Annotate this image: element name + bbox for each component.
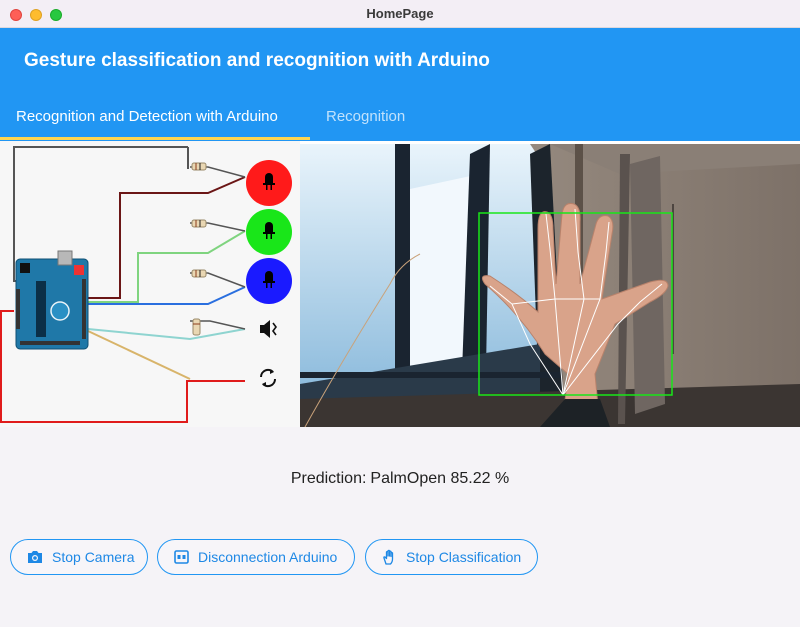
tab-recognition[interactable]: Recognition: [326, 108, 406, 125]
stop-camera-label: Stop Camera: [52, 549, 135, 565]
stop-classification-label: Stop Classification: [406, 549, 522, 565]
led-bulb-icon: [263, 173, 275, 190]
prediction-text: Prediction:PalmOpen 85.22 %: [0, 470, 800, 488]
content-panel: [0, 141, 800, 427]
stop-camera-button[interactable]: Stop Camera: [10, 539, 148, 575]
stop-classification-button[interactable]: Stop Classification: [365, 539, 538, 575]
led-bulb-icon: [263, 271, 275, 288]
resistor-4: [192, 318, 201, 336]
disconnect-arduino-button[interactable]: Disconnection Arduino: [157, 539, 355, 575]
led-bulb-icon: [263, 222, 275, 239]
resistor-3: [191, 269, 207, 278]
speaker-icon: [260, 320, 277, 338]
device-icon: [174, 550, 189, 564]
window-maximize-button[interactable]: [50, 9, 62, 21]
window-close-button[interactable]: [10, 9, 22, 21]
camera-feed: [300, 144, 800, 427]
prediction-label: Prediction:: [290, 470, 367, 487]
resistor-1: [191, 162, 207, 171]
hand-icon: [383, 549, 394, 565]
window-titlebar: HomePage: [0, 0, 800, 28]
hand-landmarks: [489, 208, 663, 396]
tab-indicator: [0, 137, 310, 140]
prediction-value: PalmOpen 85.22 %: [370, 470, 510, 487]
app-bar: Gesture classification and recognition w…: [0, 28, 800, 141]
resistor-2: [191, 219, 207, 228]
window-minimize-button[interactable]: [30, 9, 42, 21]
rotate-icon: [259, 368, 277, 388]
arduino-board: [15, 250, 89, 350]
disconnect-arduino-label: Disconnection Arduino: [198, 549, 338, 565]
detection-box: [478, 212, 673, 396]
tab-recognition-detection-arduino[interactable]: Recognition and Detection with Arduino: [16, 108, 278, 125]
window-title: HomePage: [366, 6, 434, 21]
app-title: Gesture classification and recognition w…: [24, 50, 490, 71]
hand-image: [481, 203, 669, 427]
camera-icon: [28, 551, 42, 563]
arduino-wiring-diagram: [0, 141, 300, 427]
